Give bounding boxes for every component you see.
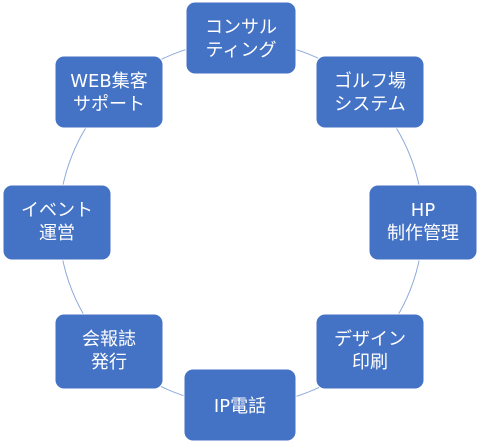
node-box [315, 313, 425, 390]
node-event: イベント 運営 [2, 184, 112, 261]
node-label-line-1: デザイン [334, 329, 406, 350]
node-label-line-2: 発行 [91, 352, 127, 373]
node-label-line-1: ゴルフ場 [334, 71, 406, 92]
node-label-line-1: コンサル [205, 17, 277, 38]
node-label-line-2: 印刷 [352, 352, 388, 373]
node-consulting: コンサル ティング [185, 1, 297, 75]
node-label-line-2: 運営 [39, 223, 75, 244]
node-ip-phone: IP電話 [183, 368, 297, 442]
node-label-line-1: HP [411, 200, 436, 221]
node-box [185, 1, 297, 75]
node-box [2, 184, 112, 261]
node-label-line-1: WEB集客 [70, 71, 148, 92]
node-web-marketing: WEB集客 サポート [54, 55, 164, 129]
node-label-line-2: システム [334, 94, 405, 115]
node-box [183, 368, 297, 442]
node-box [54, 313, 164, 390]
node-label-line-1: イベント [21, 200, 93, 221]
node-label-line-2: サポート [73, 94, 145, 115]
node-label-line-1: 会報誌 [82, 329, 136, 350]
node-design-print: デザイン 印刷 [315, 313, 425, 390]
node-box [368, 184, 478, 261]
node-label-line-1: IP電話 [214, 396, 266, 417]
node-hp-production: HP 制作管理 [368, 184, 478, 261]
node-label-line-2: ティング [206, 40, 277, 61]
node-box [54, 55, 164, 129]
node-newsletter: 会報誌 発行 [54, 313, 164, 390]
node-golf-system: ゴルフ場 システム [315, 55, 425, 129]
node-label-line-2: 制作管理 [387, 223, 459, 244]
node-box [315, 55, 425, 129]
